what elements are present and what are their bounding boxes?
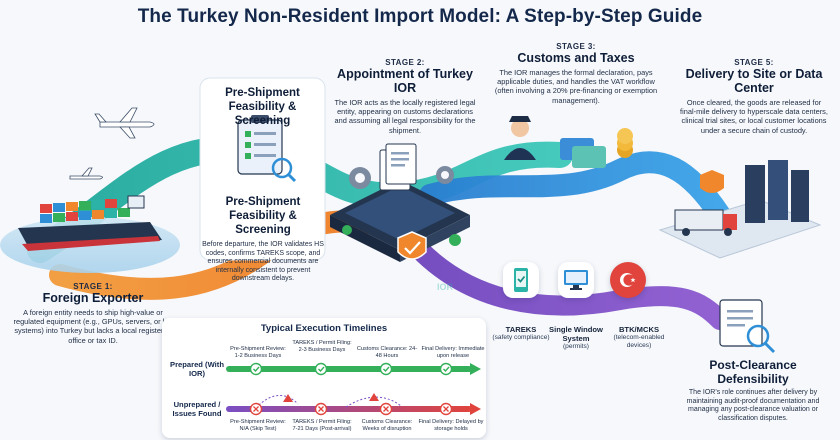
prepared-step-3: Customs Clearance: 24-48 Hours [356, 346, 418, 359]
stage1-label: STAGE 1: [73, 282, 113, 291]
stage1-desc: A foreign entity needs to ship high-valu… [13, 308, 173, 345]
system-tareks: TAREKS (safety compliance) [488, 325, 554, 342]
clipboard-icon [237, 115, 297, 183]
purple-flow-band [410, 240, 730, 330]
ior-hub [330, 143, 470, 262]
stage2-desc: The IOR acts as the locally registered l… [334, 98, 476, 135]
customs-officer [504, 116, 633, 168]
stage1-block: STAGE 1: Foreign Exporter A foreign enti… [8, 282, 178, 345]
system-single-window-name: Single Window System [549, 325, 603, 343]
prescreen-block: Pre-Shipment Feasibility & Screening Bef… [202, 195, 324, 284]
prescreen-card-title: Pre-Shipment Feasibility & Screening [225, 87, 300, 127]
btk-emblem [610, 262, 646, 298]
monitor-icon [564, 270, 588, 290]
prescreen-title: Pre-Shipment Feasibility & Screening [225, 196, 301, 236]
timeline-title: Typical Execution Timelines [260, 323, 388, 334]
prepared-timeline-bar [226, 362, 481, 376]
timeline-panel: Typical Execution Timelines Prepared (Wi… [162, 318, 486, 438]
system-tareks-name: TAREKS [505, 325, 537, 334]
stage5-desc: Once cleared, the goods are released for… [680, 98, 828, 135]
ior-watermark: IOR [436, 282, 453, 292]
stage3-title: Customs and Taxes [517, 51, 635, 65]
post-clearance-desc: The IOR's role continues after delivery … [686, 389, 820, 422]
stage3-label: STAGE 3: [556, 42, 596, 51]
prepared-step-1: Pre-Shipment Review: 1-2 Business Days [230, 346, 286, 359]
system-single-window: Single Window System (permits) [545, 325, 607, 351]
post-clearance-title: Post-Clearance Defensibility [709, 358, 797, 386]
stage5-label: STAGE 5: [734, 58, 774, 67]
system-btk-sub: (telecom-enabled devices) [613, 334, 665, 349]
prescreen-desc: Before departure, the IOR validates HS c… [202, 241, 324, 283]
stage2-title: Appointment of Turkey IOR [337, 67, 473, 95]
system-btk: BTK/MCKS (telecom-enabled devices) [604, 325, 674, 350]
timeline-unprepared-label: Unprepared / Issues Found [172, 400, 222, 418]
unprepared-step-3: Customs Clearance: Weeks of disruption [361, 419, 413, 432]
prepared-step-2: TAREKS / Permit Filing: 2-3 Business Day… [292, 340, 352, 353]
crescent-star-icon [620, 273, 636, 287]
system-single-window-sub: (permits) [562, 343, 589, 350]
blue-flow-band [419, 151, 731, 226]
tareks-icon-card [503, 262, 539, 298]
system-btk-name: BTK/MCKS [618, 325, 660, 334]
stage5-block: STAGE 5: Delivery to Site or Data Center… [678, 58, 830, 135]
timeline-prepared-label: Prepared (With IOR) [170, 360, 224, 378]
prepared-step-4: Final Delivery: Immediate upon release [421, 346, 485, 359]
audit-document-icon [719, 299, 776, 354]
system-tareks-sub: (safety compliance) [492, 334, 550, 341]
data-center [658, 160, 822, 259]
stage2-label: STAGE 2: [385, 58, 425, 67]
stage1-title: Foreign Exporter [42, 291, 144, 305]
stage3-block: STAGE 3: Customs and Taxes The IOR manag… [490, 42, 662, 105]
page-title: The Turkey Non-Resident Import Model: A … [137, 6, 703, 27]
post-clearance-block: Post-Clearance Defensibility The IOR's r… [672, 358, 834, 423]
unprepared-step-1: Pre-Shipment Review: N/A (Skip Test) [230, 419, 286, 432]
unprepared-timeline-bar [226, 393, 481, 416]
unprepared-step-4: Final Delivery: Delayed by storage holds [418, 419, 484, 432]
stage5-title: Delivery to Site or Data Center [685, 67, 823, 95]
stage2-block: STAGE 2: Appointment of Turkey IOR The I… [330, 58, 480, 135]
phone-check-icon [514, 268, 528, 292]
unprepared-step-2: TAREKS / Permit Filing: 7-21 Days (Post-… [292, 419, 352, 432]
stage3-desc: The IOR manages the formal declaration, … [494, 68, 658, 105]
single-window-icon-card [558, 262, 594, 298]
